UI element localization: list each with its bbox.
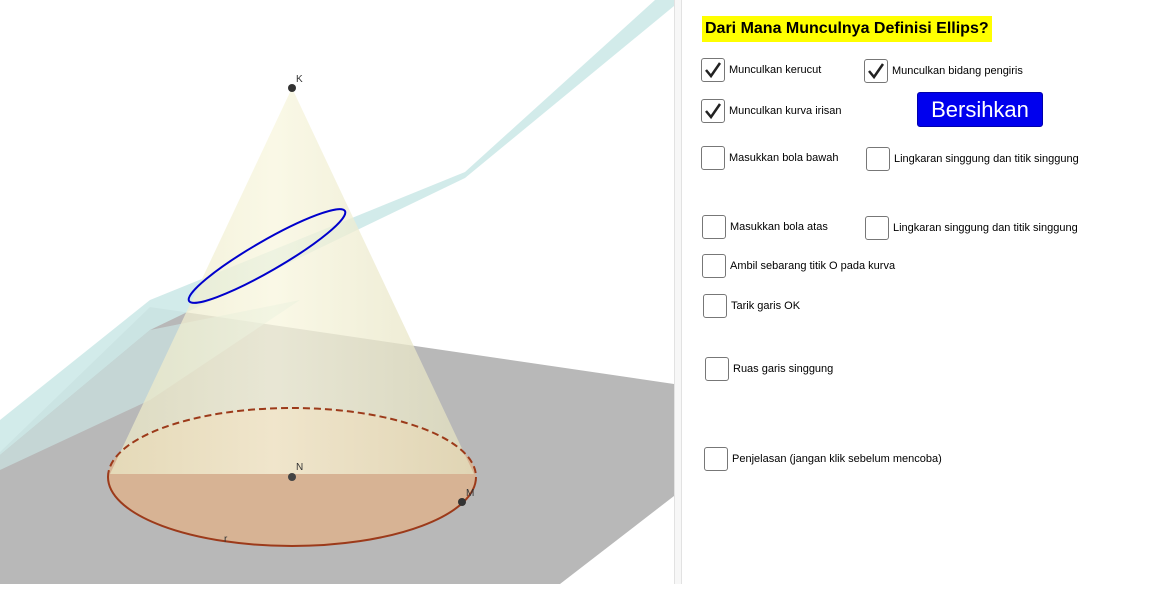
checkbox-show-intersection-curve[interactable]: Munculkan kurva irisan: [701, 99, 842, 123]
3d-graphics-view[interactable]: K N M r: [0, 0, 674, 584]
checkbox-box[interactable]: [702, 215, 726, 239]
checkbox-label: Lingkaran singgung dan titik singgung: [893, 222, 1078, 234]
checkbox-box[interactable]: [701, 146, 725, 170]
page-title: Dari Mana Munculnya Definisi Ellips?: [702, 16, 992, 42]
checkbox-label: Munculkan bidang pengiris: [892, 65, 1023, 77]
checkbox-box[interactable]: [701, 58, 725, 82]
checkbox-lower-sphere[interactable]: Masukkan bola bawah: [701, 146, 838, 170]
checkbox-label: Munculkan kerucut: [729, 64, 822, 76]
checkbox-box[interactable]: [702, 254, 726, 278]
controls-panel: Dari Mana Munculnya Definisi Ellips? Mun…: [682, 0, 1175, 584]
label-curve: r: [224, 534, 228, 545]
checkbox-tangent-circle-lower[interactable]: Lingkaran singgung dan titik singgung: [866, 147, 1079, 171]
checkbox-show-cone[interactable]: Munculkan kerucut: [701, 58, 821, 82]
label-center: N: [296, 462, 303, 473]
label-apex: K: [296, 74, 303, 85]
check-icon: [868, 63, 885, 80]
checkbox-tangent-circle-upper[interactable]: Lingkaran singgung dan titik singgung: [865, 216, 1078, 240]
checkbox-label: Munculkan kurva irisan: [729, 105, 842, 117]
checkbox-label: Tarik garis OK: [731, 300, 801, 312]
intersection-ellipse[interactable]: [182, 198, 353, 314]
point-apex[interactable]: [288, 84, 296, 92]
label-rim: M: [466, 488, 474, 499]
checkbox-upper-sphere[interactable]: Masukkan bola atas: [702, 215, 828, 239]
check-icon: [705, 62, 722, 79]
checkbox-box[interactable]: [703, 294, 727, 318]
base-circle-back: [107, 407, 477, 478]
cone-surface: [110, 88, 474, 474]
checkbox-box[interactable]: [866, 147, 890, 171]
checkbox-show-cutting-plane[interactable]: Munculkan bidang pengiris: [864, 59, 1023, 83]
checkbox-tangent-segments[interactable]: Ruas garis singgung: [705, 357, 833, 381]
point-rim[interactable]: [458, 498, 466, 506]
checkbox-box[interactable]: [704, 447, 728, 471]
checkbox-explanation[interactable]: Penjelasan (jangan klik sebelum mencoba): [704, 447, 942, 471]
checkbox-box[interactable]: [865, 216, 889, 240]
panel-divider[interactable]: [674, 0, 682, 584]
checkbox-label: Penjelasan (jangan klik sebelum mencoba): [732, 453, 942, 465]
checkbox-label: Ruas garis singgung: [733, 363, 834, 375]
checkbox-label: Masukkan bola atas: [730, 221, 828, 233]
3d-scene[interactable]: K N M r: [0, 0, 674, 584]
check-icon: [705, 103, 722, 120]
point-center[interactable]: [288, 473, 296, 481]
checkbox-box[interactable]: [705, 357, 729, 381]
checkbox-box[interactable]: [864, 59, 888, 83]
checkbox-box[interactable]: [701, 99, 725, 123]
checkbox-label: Ambil sebarang titik O pada kurva: [730, 260, 896, 272]
checkbox-point-o[interactable]: Ambil sebarang titik O pada kurva: [702, 254, 895, 278]
checkbox-line-ok[interactable]: Tarik garis OK: [703, 294, 800, 318]
base-circle-front: [107, 476, 477, 547]
clear-button[interactable]: Bersihkan: [917, 92, 1043, 127]
checkbox-label: Lingkaran singgung dan titik singgung: [894, 153, 1079, 165]
checkbox-label: Masukkan bola bawah: [729, 152, 839, 164]
